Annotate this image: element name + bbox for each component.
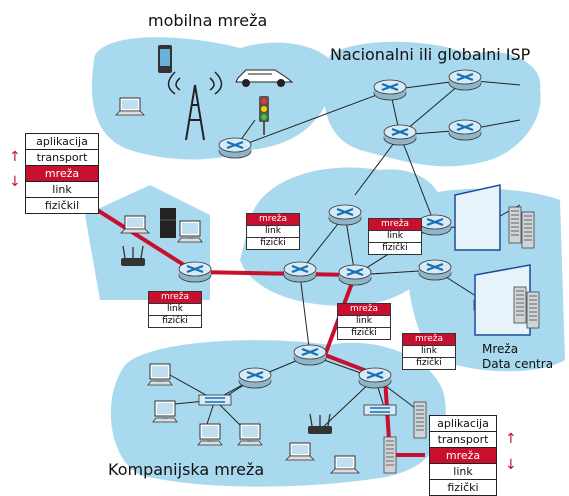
cell-tower-icon [167, 71, 223, 141]
stack-layer-link: link [430, 464, 496, 480]
stack-layer-application: aplikacija [430, 416, 496, 432]
datacenter-label-line2: Data centra [482, 357, 554, 371]
host-protocol-stack-right: aplikacija transport mreža link fizički [429, 415, 497, 496]
stack-layer-link: link [403, 346, 455, 358]
router-icon [372, 78, 408, 102]
router-icon [217, 136, 253, 160]
stack-layer-transport: transport [430, 432, 496, 448]
router-stack: mreža link fizički [368, 218, 422, 255]
desktop-icon [177, 220, 203, 243]
desktop-icon [152, 400, 178, 423]
stack-layer-physical: fizički [416, 358, 442, 368]
server-icon [508, 206, 522, 244]
stack-layer-network: mreža [26, 166, 98, 182]
stack-layer-link: link [247, 226, 299, 238]
stack-layer-physical: fizički [447, 481, 479, 494]
switch-icon [198, 394, 232, 406]
server-icon [413, 401, 427, 439]
stack-layer-network: mreža [430, 448, 496, 464]
down-arrow-icon: ↓ [9, 174, 21, 190]
host-protocol-stack-left: aplikacija transport mreža link fizičkil [25, 133, 99, 214]
stack-layer-link: link [369, 231, 421, 243]
switch-icon [363, 404, 397, 416]
stack-layer-network: mreža [338, 304, 390, 316]
router-icon [337, 263, 373, 287]
laptop-icon [285, 442, 315, 461]
stack-layer-physical: fizički [162, 316, 188, 326]
stack-layer-link: link [26, 182, 98, 198]
stack-layer-physical: fizički [382, 243, 408, 253]
down-arrow-icon: ↓ [505, 457, 517, 473]
router-icon [237, 366, 273, 390]
router-icon [327, 203, 363, 227]
datacenter-label-line1: Mreža [482, 342, 519, 356]
stack-layer-network: mreža [247, 214, 299, 226]
router-icon [417, 213, 453, 237]
server-icon [383, 436, 397, 474]
stack-layer-physical: fizički [260, 238, 286, 248]
router-stack: mreža link fizički [148, 291, 202, 328]
stack-layer-link: link [338, 316, 390, 328]
router-icon [177, 260, 213, 284]
router-icon [447, 68, 483, 92]
stack-layer-physical: fizički [351, 328, 377, 338]
mobile-network-label: mobilna mreža [148, 11, 268, 30]
laptop-icon [120, 215, 150, 234]
router-icon [282, 260, 318, 284]
desktop-icon [197, 423, 223, 446]
stack-layer-application: aplikacija [26, 134, 98, 150]
isp-cloud [324, 41, 541, 167]
enterprise-network-label: Kompanijska mreža [108, 460, 265, 479]
stack-layer-transport: transport [26, 150, 98, 166]
router-icon [292, 343, 328, 367]
router-icon [447, 118, 483, 142]
stack-layer-network: mreža [149, 292, 201, 304]
phone-icon [158, 45, 172, 73]
stack-layer-network: mreža [403, 334, 455, 346]
server-icon [521, 211, 535, 249]
desktop-icon [237, 423, 263, 446]
router-stack: mreža link fizički [337, 303, 391, 340]
up-arrow-icon: ↑ [9, 149, 21, 165]
server-icon [513, 286, 527, 324]
router-stack: mreža link fizički [402, 333, 456, 370]
laptop-icon [115, 97, 145, 116]
desktop-icon [147, 363, 173, 386]
traffic-light-icon [259, 96, 269, 135]
server-icon [526, 291, 540, 329]
router-icon [417, 258, 453, 282]
router-icon [382, 123, 418, 147]
mobile-network-cloud [91, 37, 338, 160]
router-icon [357, 366, 393, 390]
fridge-icon [160, 208, 176, 238]
stack-layer-link: link [149, 304, 201, 316]
up-arrow-icon: ↑ [505, 431, 517, 447]
stack-layer-network: mreža [369, 219, 421, 231]
car-icon [235, 69, 294, 87]
isp-label: Nacionalni ili globalni ISP [330, 45, 531, 64]
laptop-icon [330, 455, 360, 474]
stack-layer-physical: fizičkil [44, 199, 80, 212]
router-stack: mreža link fizički [246, 213, 300, 250]
